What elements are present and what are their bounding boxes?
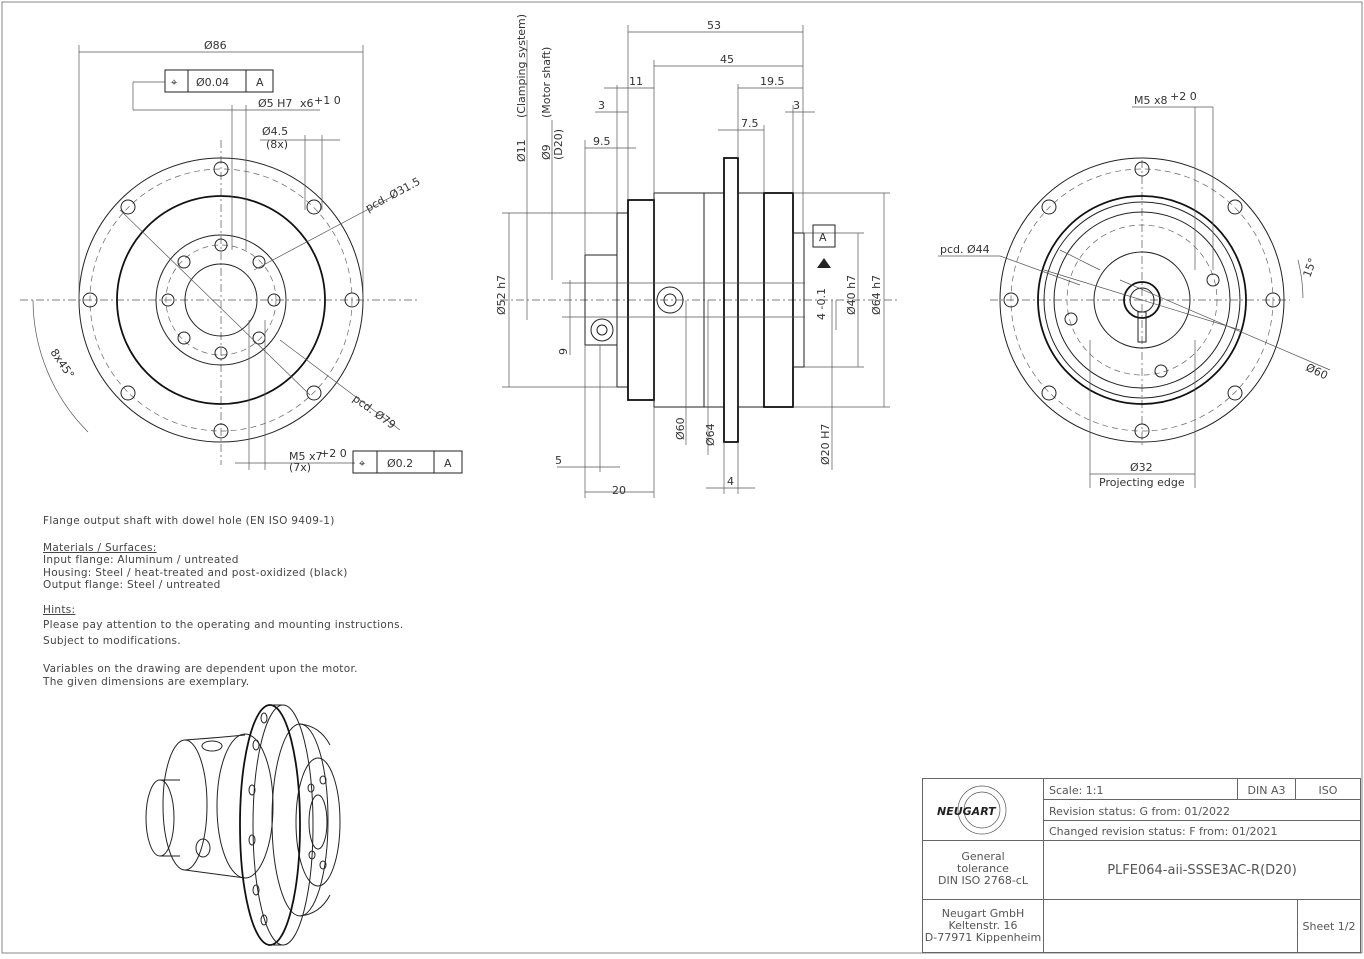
logo-text: NEUGART [937, 805, 997, 818]
scale-cell: Scale: 1:1 [1043, 778, 1238, 800]
dim-rear-thread: M5 x8 [1134, 94, 1168, 107]
dim-flange-diameter: Ø86 [204, 39, 227, 52]
dim-shaft-9: Ø9 [540, 144, 553, 160]
datum-label-side: A [819, 231, 827, 244]
materials-heading: Materials / Surfaces: [43, 541, 157, 554]
position-tolerance-icon: ⌖ [171, 76, 177, 89]
changed-text: Changed revision status: F from: 01/2021 [1049, 825, 1278, 838]
dim-thread-tolerance: +2 0 [320, 447, 347, 460]
dim-pcd-outer: pcd. Ø79 [350, 392, 398, 432]
datum-label-2: A [444, 457, 452, 470]
standard-cell: ISO [1295, 778, 1361, 800]
changed-cell: Changed revision status: F from: 01/2021 [1043, 820, 1361, 841]
dim-dowel-tolerance: +1 0 [314, 94, 341, 107]
dim-60: Ø60 [674, 417, 687, 440]
part-number-cell: PLFE064-aii-SSSE3AC-R(D20) [1043, 840, 1361, 900]
position-tolerance-icon-2: ⌖ [359, 457, 365, 470]
material-line: Output flange: Steel / untreated [43, 579, 221, 591]
dim-rear-thread-tolerance: +2 0 [1170, 90, 1197, 103]
sheet-cell: Sheet 1/2 [1297, 899, 1361, 953]
dim-dowel-hole: Ø5 H7 [258, 97, 292, 110]
dim-dowel-depth: x6 [300, 97, 314, 110]
format-cell: DIN A3 [1237, 778, 1296, 800]
isometric-view [145, 704, 341, 946]
blank-cell [1043, 899, 1298, 953]
dim-d20-paren: (D20) [552, 129, 565, 160]
dim-4: 4 [727, 475, 734, 488]
dim-20: 20 [612, 484, 626, 497]
datum-label-1: A [256, 76, 264, 89]
tolerance-line: General [961, 850, 1005, 863]
tolerance-value-1: Ø0.04 [196, 76, 229, 89]
company-cell: Neugart GmbH Keltenstr. 16 D-77971 Kippe… [922, 899, 1044, 953]
dim-45: 45 [720, 53, 734, 66]
revision-text: Revision status: G from: 01/2022 [1049, 805, 1230, 818]
logo-cell [922, 778, 1044, 841]
dim-5: 5 [555, 454, 562, 467]
dim-rear-pcd: pcd. Ø44 [940, 243, 990, 256]
front-view: ⌖ ⌖ Ø86 Ø0.04 A Ø5 H7 x6 +1 0 Ø4.5 (8x) … [20, 39, 463, 474]
dim-angle: 8x45° [48, 346, 77, 381]
dim-20-h7: Ø20 H7 [819, 424, 832, 465]
dim-rear-32: Ø32 [1130, 461, 1153, 474]
company-line: D-77971 Kippenheim [924, 931, 1042, 944]
tolerance-line: tolerance [957, 862, 1009, 875]
dim-53: 53 [707, 19, 721, 32]
dim-7-5: 7.5 [741, 117, 759, 130]
standard-text: ISO [1318, 784, 1338, 797]
dim-shaft-11: Ø11 [515, 139, 528, 162]
sheet-number: Sheet 1/2 [1302, 920, 1356, 933]
revision-cell: Revision status: G from: 01/2022 [1043, 799, 1361, 821]
scale-text: Scale: 1:1 [1049, 784, 1104, 797]
dim-11: 11 [629, 75, 643, 88]
dim-3a: 3 [598, 99, 605, 112]
notes-title: Flange output shaft with dowel hole (EN … [43, 515, 335, 527]
dim-40-h7: Ø40 h7 [845, 275, 858, 315]
dim-4-tol: 4 -0.1 [815, 288, 828, 320]
hint-line: Subject to modifications. [43, 634, 181, 647]
dim-hole-diameter: Ø4.5 [262, 125, 288, 138]
company-line: Keltenstr. 16 [948, 919, 1018, 932]
dim-pcd-inner: pcd. Ø31.5 [363, 175, 422, 215]
company-line: Neugart GmbH [941, 907, 1025, 920]
side-view: 53 45 11 19.5 3 3 7.5 9.5 (Clamping syst… [495, 14, 900, 498]
dim-rear-60: Ø60 [1304, 361, 1330, 382]
tolerance-cell: General tolerance DIN ISO 2768-cL [922, 840, 1044, 900]
variables-line: The given dimensions are exemplary. [43, 675, 250, 688]
tolerance-value-2: Ø0.2 [387, 457, 413, 470]
material-line: Housing: Steel / heat-treated and post-o… [43, 566, 348, 579]
dim-hole-count: (8x) [266, 138, 288, 151]
material-line: Input flange: Aluminum / untreated [43, 554, 239, 566]
dim-64: Ø64 [704, 423, 717, 446]
dim-3b: 3 [793, 99, 800, 112]
dim-9-5: 9.5 [593, 135, 611, 148]
label-projecting-edge: Projecting edge [1099, 476, 1185, 489]
hint-line: Please pay attention to the operating an… [43, 619, 404, 631]
dim-thread-count: (7x) [289, 461, 311, 474]
dim-52-h7: Ø52 h7 [495, 275, 508, 315]
label-clamping-system: (Clamping system) [515, 14, 528, 118]
tolerance-line: DIN ISO 2768-cL [938, 874, 1028, 887]
rear-view: M5 x8 +2 0 pcd. Ø44 15° Ø60 Ø32 Projecti… [938, 90, 1331, 489]
format-text: DIN A3 [1247, 784, 1286, 797]
dim-rear-angle: 15° [1301, 256, 1320, 279]
dim-64-h7: Ø64 h7 [870, 275, 883, 315]
variables-line: Variables on the drawing are dependent u… [43, 663, 358, 675]
neugart-logo-icon [957, 785, 1007, 835]
dim-19-5: 19.5 [760, 75, 785, 88]
label-motor-shaft: (Motor shaft) [540, 47, 553, 118]
part-number: PLFE064-aii-SSSE3AC-R(D20) [1107, 863, 1297, 878]
dim-thread: M5 x7 [289, 450, 323, 463]
dim-9: 9 [557, 348, 570, 355]
hints-heading: Hints: [43, 603, 76, 616]
drawing-notes: Flange output shaft with dowel hole (EN … [43, 515, 404, 688]
